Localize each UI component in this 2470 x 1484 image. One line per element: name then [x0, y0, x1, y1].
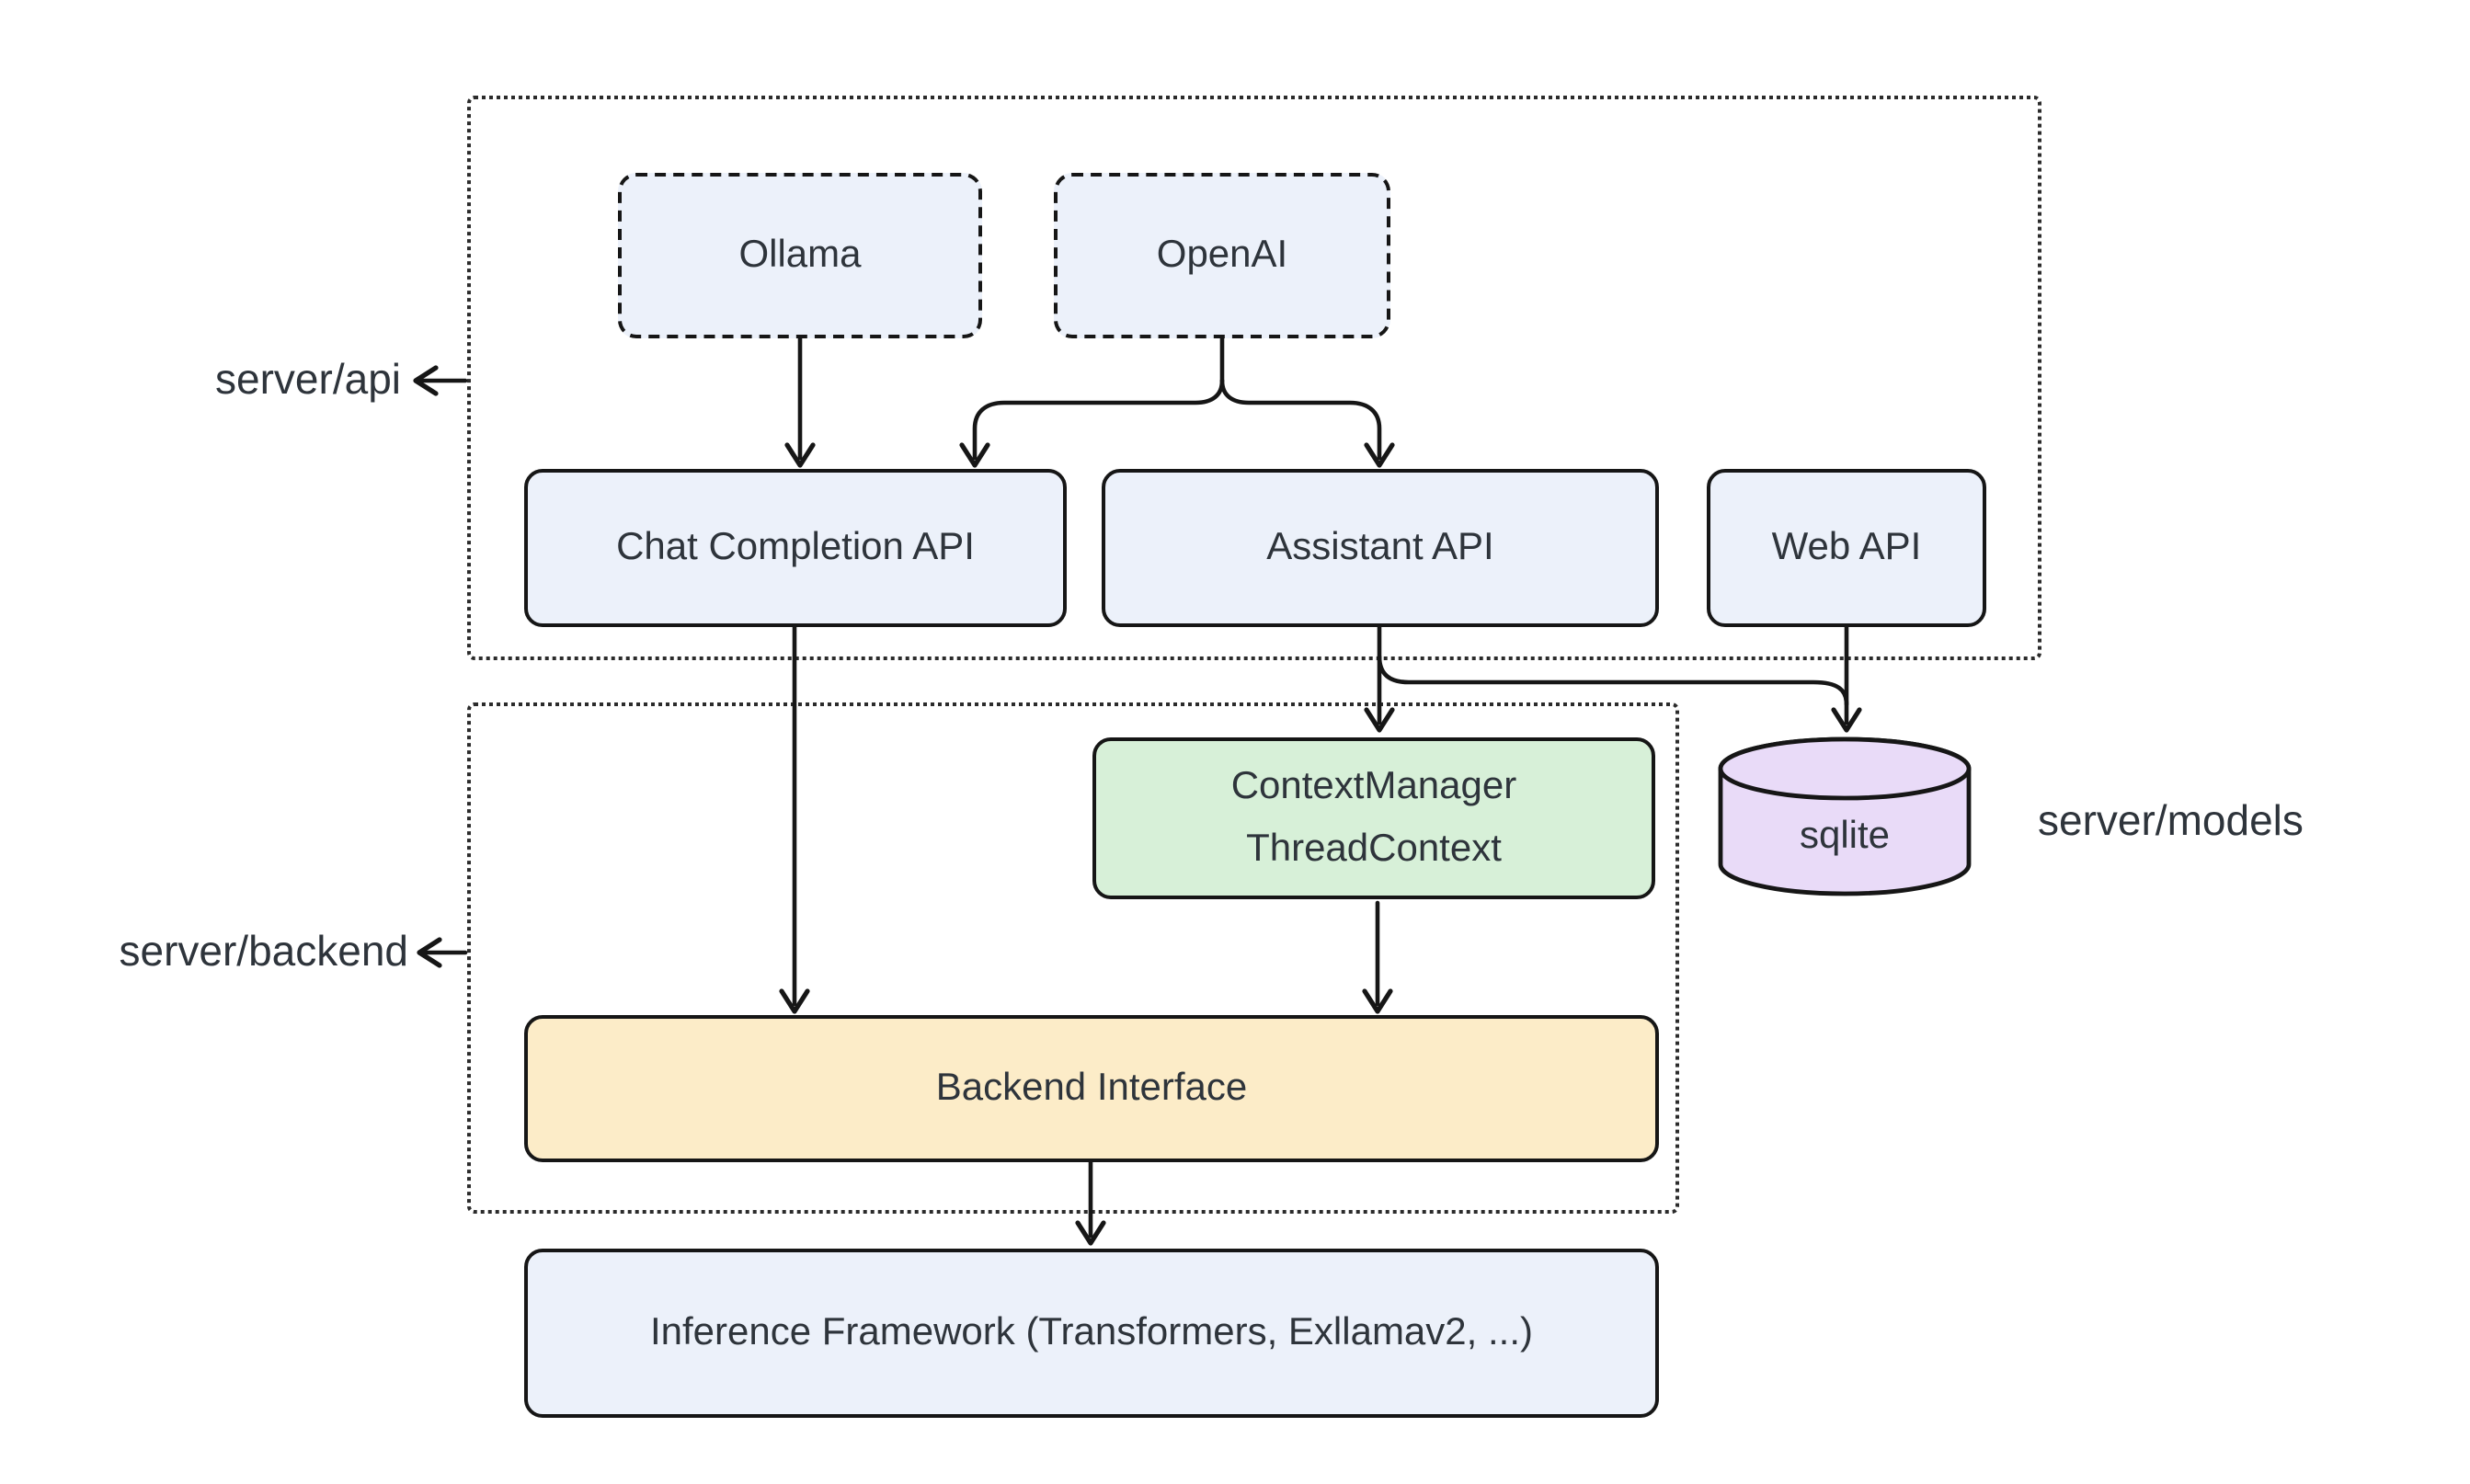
node-context-manager: ContextManager ThreadContext [1092, 737, 1655, 899]
label-server-api: server/api [215, 355, 401, 403]
node-web-api: Web API [1707, 469, 1986, 627]
edge-assistant-to-sqlite [1377, 654, 1849, 707]
node-context-manager-line1: ContextManager [1230, 764, 1517, 807]
node-assistant-api: Assistant API [1102, 469, 1659, 627]
node-sqlite-label: sqlite [1799, 815, 1891, 857]
node-sqlite: sqlite [1716, 734, 1973, 903]
label-server-backend: server/backend [119, 927, 409, 975]
node-backend-interface: Backend Interface [524, 1015, 1659, 1162]
arrowhead-label-server-api [413, 365, 439, 396]
arrowhead-label-server-backend [417, 937, 442, 968]
label-server-models: server/models [2038, 796, 2304, 844]
node-context-manager-line2: ThreadContext [1246, 828, 1502, 870]
node-backend-interface-label: Backend Interface [935, 1067, 1248, 1110]
group-server-backend [467, 702, 1679, 1214]
group-server-api [467, 96, 2041, 660]
node-openai: OpenAI [1054, 173, 1390, 338]
node-openai-label: OpenAI [1156, 234, 1288, 277]
node-assistant-api-label: Assistant API [1266, 526, 1494, 569]
node-inference-framework-label: Inference Framework (Transformers, Exlla… [649, 1311, 1533, 1354]
node-chat-completion-api: Chat Completion API [524, 469, 1067, 627]
arrowhead-web-to-sqlite [1831, 707, 1862, 733]
cylinder-top [1718, 736, 1972, 801]
database-cylinder-icon [1718, 736, 1972, 896]
node-ollama: Ollama [618, 173, 982, 338]
node-chat-completion-api-label: Chat Completion API [616, 526, 975, 569]
node-web-api-label: Web API [1771, 526, 1922, 569]
node-ollama-label: Ollama [738, 234, 862, 277]
arrowhead-backend-to-inference [1075, 1220, 1106, 1246]
node-inference-framework: Inference Framework (Transformers, Exlla… [524, 1249, 1659, 1418]
